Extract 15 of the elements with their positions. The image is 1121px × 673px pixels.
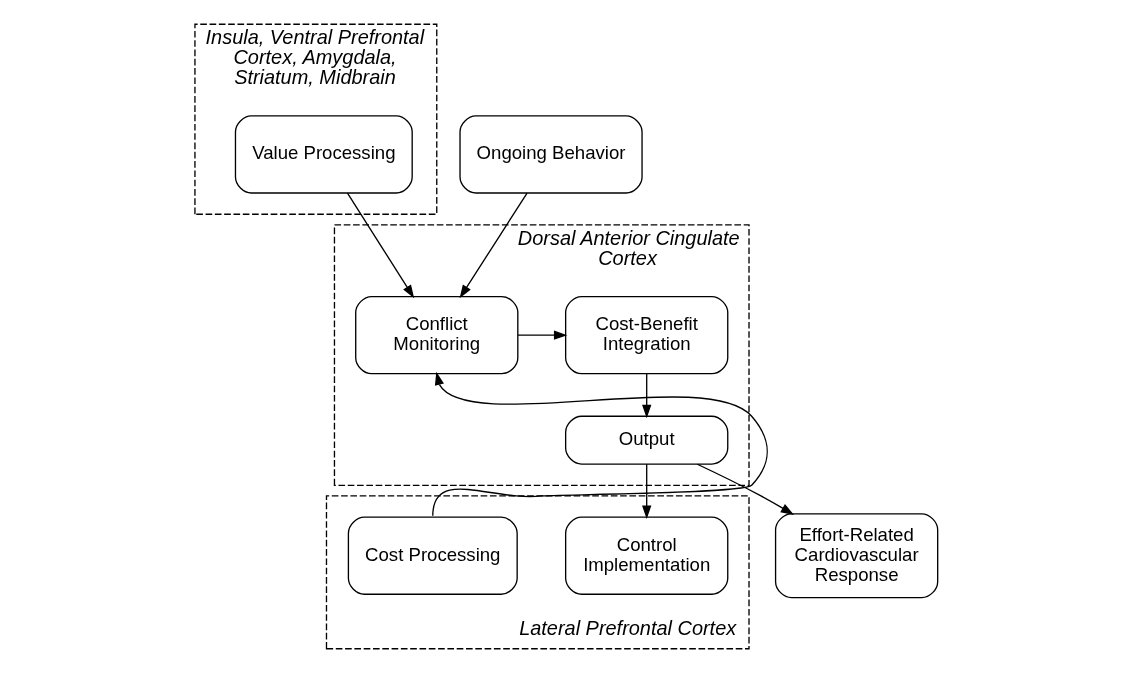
arrow xyxy=(431,371,768,517)
arrow xyxy=(459,192,528,299)
arrow xyxy=(696,463,794,515)
node-box: Output xyxy=(564,415,728,465)
node-box: Ongoing Behavior xyxy=(458,115,643,194)
arrow xyxy=(641,373,651,419)
node-box: Conflict Monitoring xyxy=(354,295,518,375)
arrow xyxy=(516,330,567,340)
node-box: Cost-Benefit Integration xyxy=(564,295,728,375)
arrow xyxy=(641,463,651,519)
node-box: Cost Processing xyxy=(347,516,518,595)
node-box: Effort-Related Cardiovascular Response xyxy=(774,513,938,599)
node-box: Control Implementation xyxy=(564,516,728,595)
node-box: Value Processing xyxy=(234,115,413,194)
arrow xyxy=(346,192,414,299)
